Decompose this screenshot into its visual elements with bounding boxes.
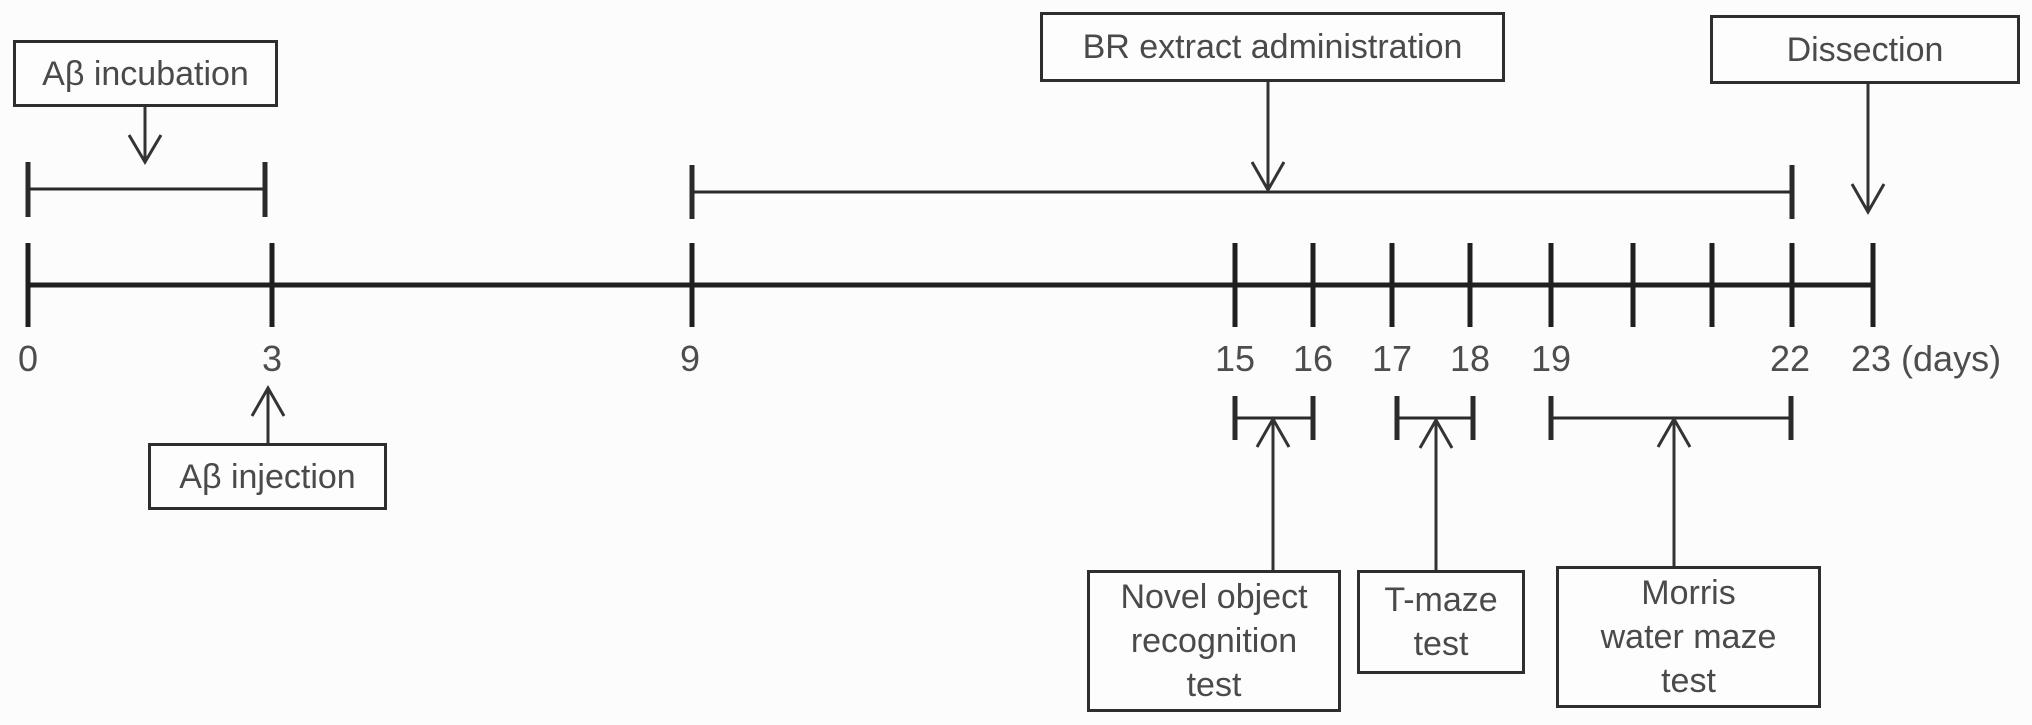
main-axis — [25, 243, 1876, 327]
axis-label-day-18: 18 — [1449, 338, 1491, 379]
morris-span-bracket — [1548, 396, 1794, 440]
novel-object-arrow — [1255, 415, 1291, 570]
br-extract-span-bracket — [689, 165, 1795, 219]
ab-incubation-span-bracket — [25, 162, 268, 217]
axis-label-day-15: 15 — [1214, 338, 1256, 379]
axis-label-day-23-days: 23 (days) — [1851, 338, 2002, 379]
ab-incubation-box: Aβ incubation — [13, 40, 278, 107]
ab-incubation-arrowhead — [127, 134, 163, 165]
t-maze-box: T-maze test — [1357, 570, 1525, 674]
novel-object-label-line3: test — [1186, 666, 1242, 704]
axis-label-day-22: 22 — [1769, 338, 1811, 379]
ab-incubation-arrow — [127, 107, 163, 165]
axis-label-day-0: 0 — [17, 338, 39, 379]
novel-object-arrowhead — [1255, 415, 1291, 448]
ab-injection-label: Aβ injection — [179, 457, 356, 496]
morris-arrowhead — [1656, 415, 1692, 448]
morris-arrow — [1656, 415, 1692, 566]
br-extract-box: BR extract administration — [1040, 12, 1505, 82]
br-extract-arrowhead — [1250, 161, 1286, 194]
dissection-arrow — [1850, 84, 1886, 216]
ab-injection-arrow — [250, 384, 286, 443]
br-extract-label: BR extract administration — [1082, 28, 1463, 66]
br-extract-arrow — [1250, 82, 1286, 194]
t-maze-label-line1: T-maze — [1384, 581, 1498, 619]
t-maze-span-bracket — [1394, 396, 1476, 440]
novel-object-label-line1: Novel object — [1120, 578, 1308, 616]
morris-label-line3: test — [1661, 662, 1716, 700]
dissection-box: Dissection — [1710, 15, 2020, 84]
dissection-arrowhead — [1850, 183, 1886, 216]
axis-label-day-9: 9 — [679, 338, 701, 379]
novel-object-label-line2: recognition — [1130, 622, 1298, 660]
ab-injection-arrowhead — [250, 384, 286, 417]
t-maze-arrow — [1418, 416, 1454, 570]
axis-label-day-3: 3 — [261, 338, 283, 379]
t-maze-label-line2: test — [1413, 625, 1469, 663]
axis-label-day-19: 19 — [1530, 338, 1572, 379]
ab-incubation-label: Aβ incubation — [42, 54, 249, 93]
morris-label-line1: Morris — [1641, 574, 1736, 612]
morris-label-line2: water maze — [1600, 618, 1777, 656]
dissection-label: Dissection — [1786, 30, 1944, 69]
axis-label-day-16: 16 — [1292, 338, 1334, 379]
novel-object-box: Novel object recognition test — [1087, 570, 1341, 712]
axis-label-day-17: 17 — [1371, 338, 1413, 379]
t-maze-arrowhead — [1418, 416, 1454, 449]
morris-box: Morris water maze test — [1556, 566, 1821, 708]
ab-injection-box: Aβ injection — [148, 443, 387, 510]
